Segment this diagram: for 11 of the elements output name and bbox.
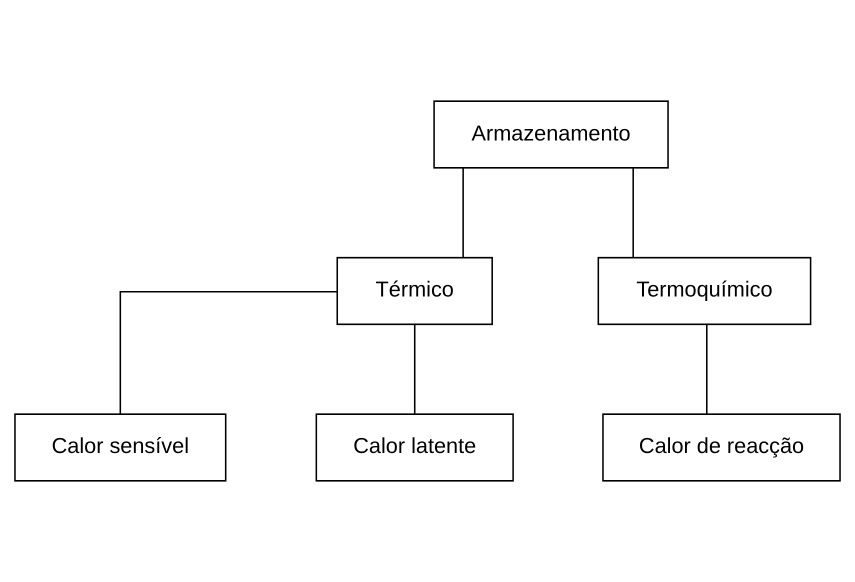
node-box: Armazenamento <box>433 100 669 169</box>
connector <box>632 168 634 258</box>
node-box: Térmico <box>336 256 493 326</box>
node-box: Termoquímico <box>598 256 812 326</box>
connector <box>414 324 416 414</box>
node-box: Calor latente <box>316 413 514 482</box>
node-box: Calor sensível <box>14 413 226 482</box>
node-box: Calor de reacção <box>602 413 841 482</box>
connector <box>706 324 708 414</box>
connector <box>120 291 337 414</box>
connector <box>462 168 464 258</box>
